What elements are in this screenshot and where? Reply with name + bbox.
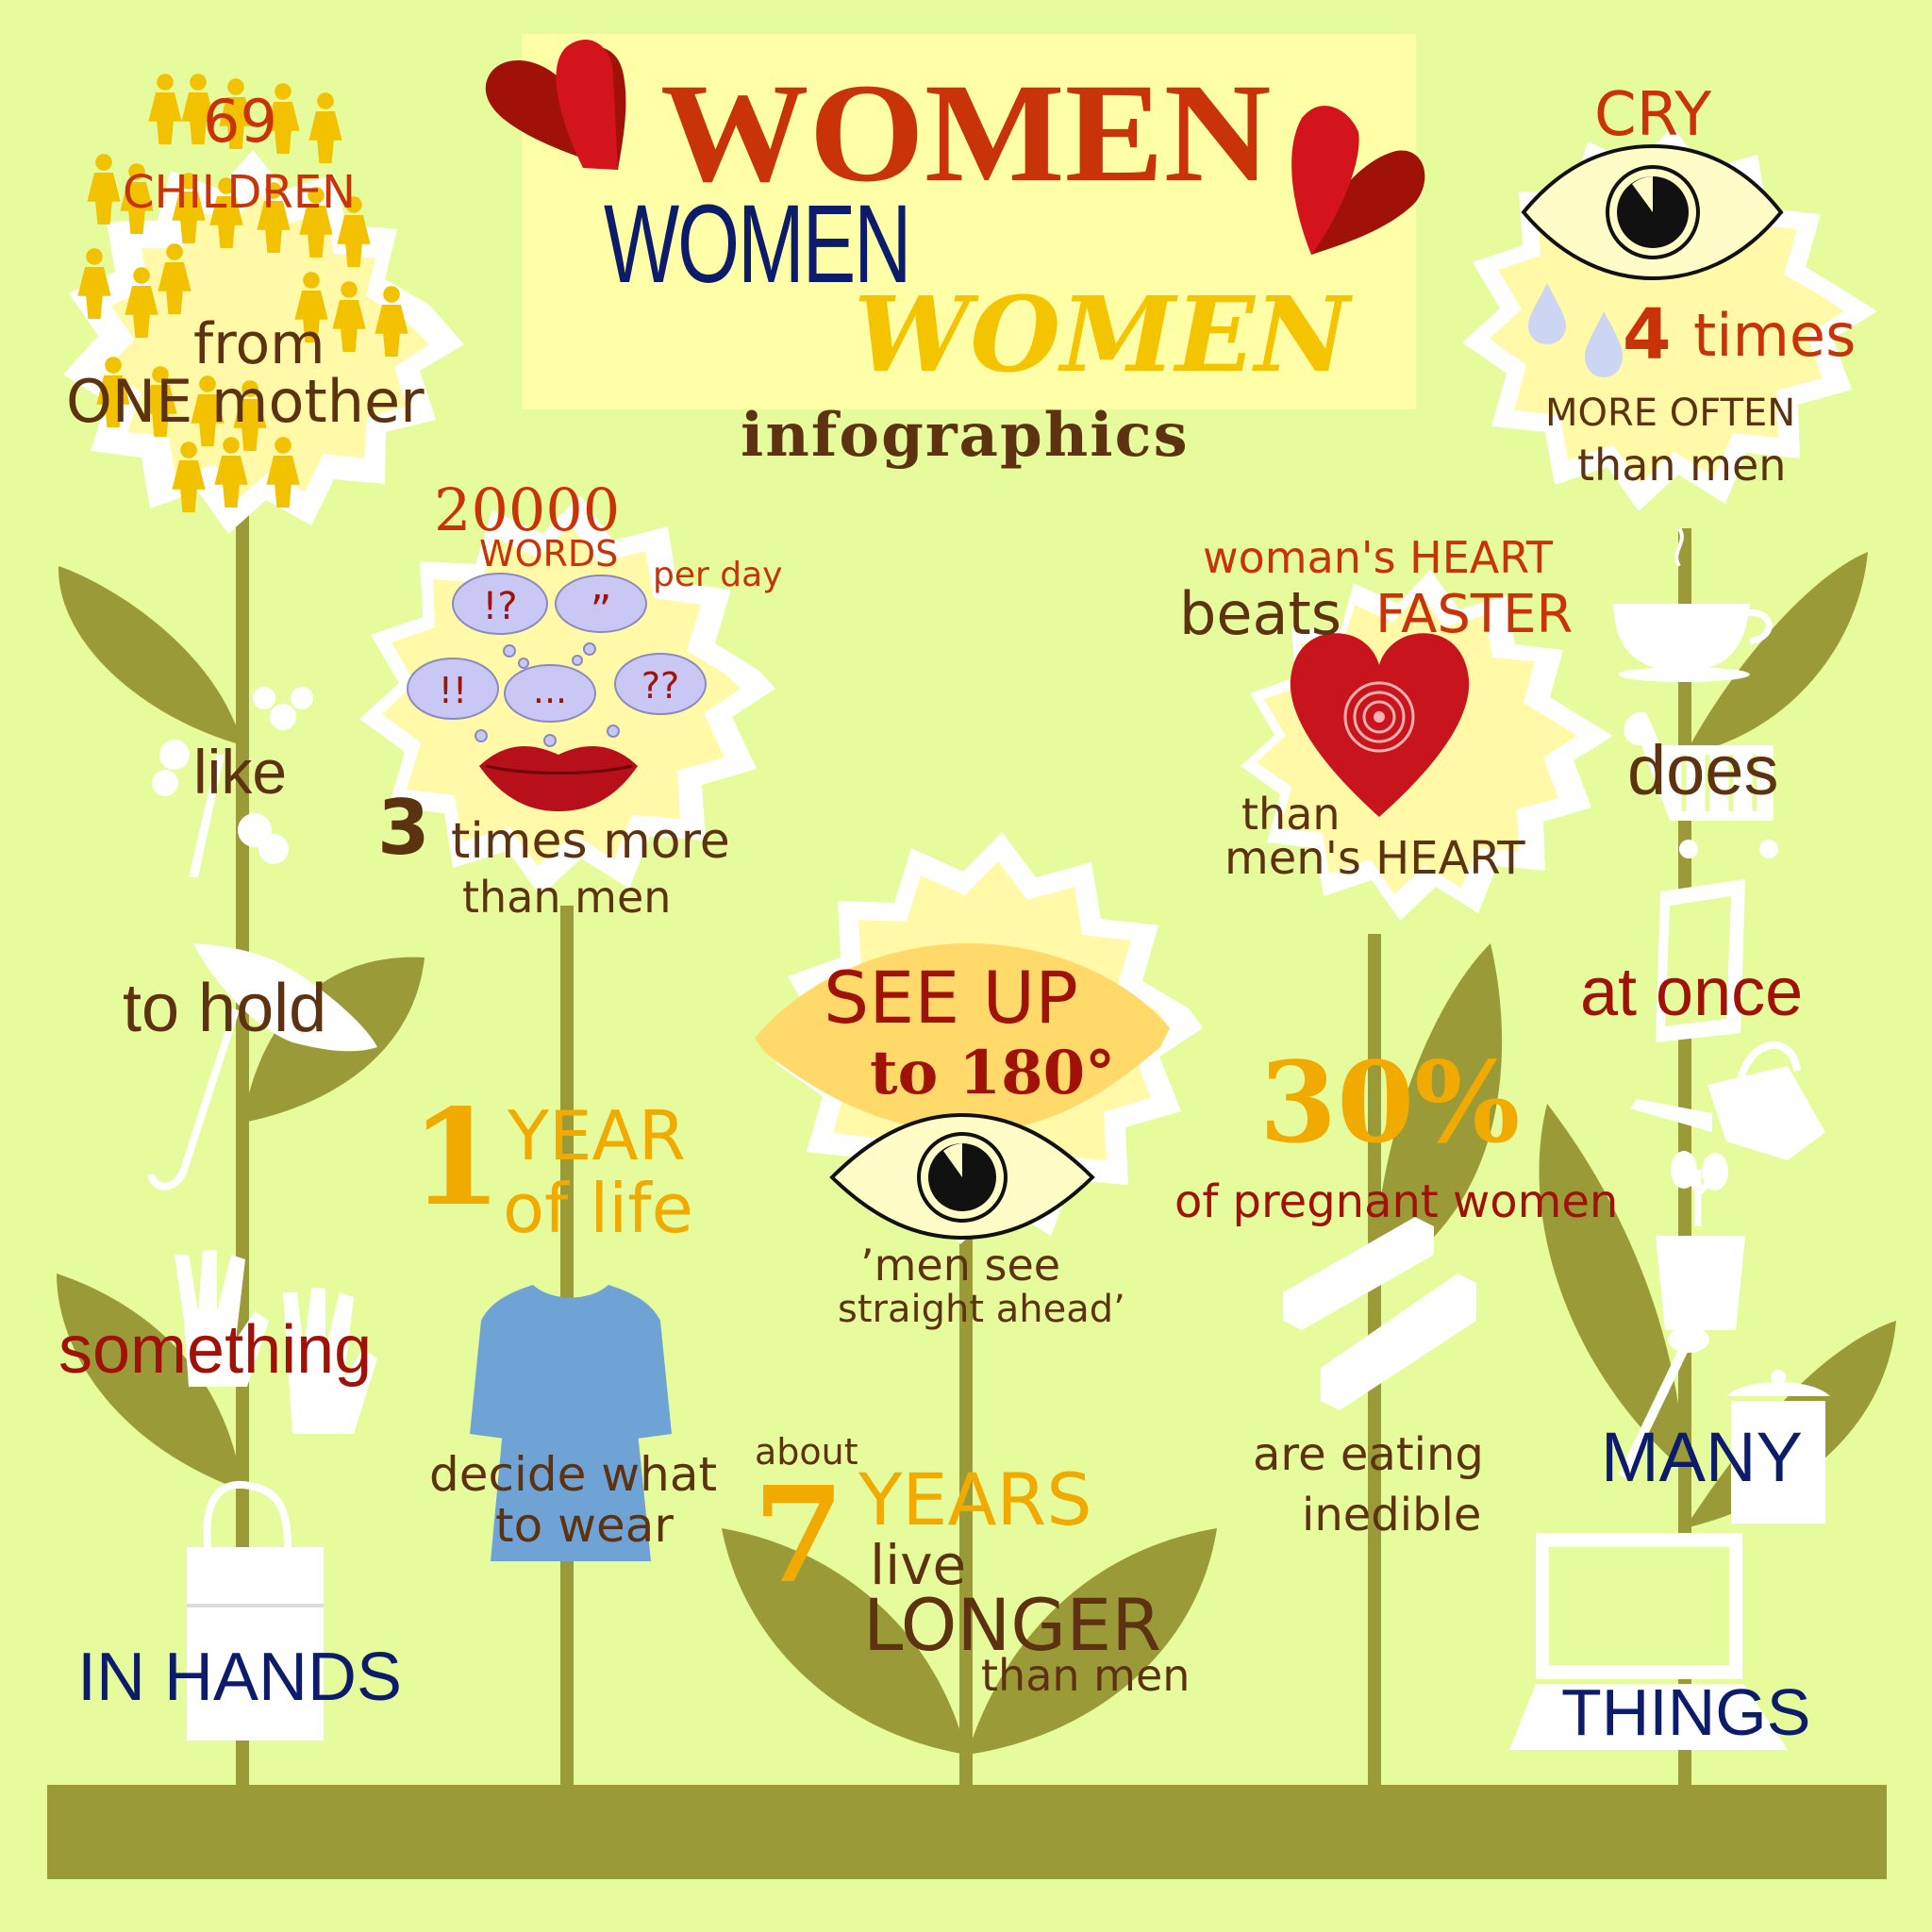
cart-icon xyxy=(1624,711,1778,858)
tablet-icon xyxy=(1656,879,1745,1042)
heart-target-icon xyxy=(1290,633,1470,817)
cup-icon xyxy=(1613,526,1773,682)
flower-children xyxy=(63,150,464,534)
words-count: 20000 xyxy=(434,475,621,544)
heart-line-1: woman's HEART xyxy=(1203,532,1553,583)
lifespan-line-2: LONGER xyxy=(863,1583,1162,1667)
cry-unit: times xyxy=(1693,301,1857,370)
bubble-group xyxy=(407,573,707,747)
pan-icon xyxy=(1618,1326,1830,1524)
lips-icon xyxy=(479,745,638,811)
clothes-number: 1 xyxy=(410,1081,503,1236)
cry-line-2: than men xyxy=(1577,440,1787,491)
tear-icon xyxy=(1528,283,1623,377)
vision-line-1: SEE UP xyxy=(824,956,1078,1040)
clothes-unit-2: of life xyxy=(503,1169,693,1248)
laptop-icon xyxy=(1509,1533,1788,1750)
words-suffix: per day xyxy=(653,556,783,594)
umbrella-icon xyxy=(147,943,377,1191)
hold-word-4: IN HANDS xyxy=(77,1640,403,1715)
watering-can-icon xyxy=(1630,1041,1825,1160)
heart-line-3: than xyxy=(1241,789,1341,840)
title-women-3: WOMEN xyxy=(854,274,1350,395)
hold-word-1: like xyxy=(193,737,288,807)
lifespan-line-1: live xyxy=(870,1533,967,1597)
hold-word-2: to hold xyxy=(123,971,327,1046)
heart-right-icon xyxy=(1291,106,1425,255)
bubble-1: !? xyxy=(482,585,517,628)
ground xyxy=(47,1785,1887,1879)
bubble-3: !! xyxy=(439,670,467,711)
pregnant-line-2: are eating xyxy=(1253,1428,1484,1481)
heart-line-2b: FASTER xyxy=(1375,584,1574,645)
multitask-word-3: MANY xyxy=(1601,1418,1803,1496)
children-count: 69 xyxy=(203,87,277,156)
plant-pot-icon xyxy=(1656,1151,1745,1330)
lifespan-unit: YEARS xyxy=(858,1457,1092,1541)
cry-line-1: MORE OFTEN xyxy=(1545,391,1796,435)
children-line-2: ONE mother xyxy=(66,367,425,436)
eye-icon xyxy=(829,1112,1095,1241)
multitask-word-1: does xyxy=(1627,731,1779,809)
clothes-unit-1: YEAR xyxy=(508,1096,686,1175)
lifespan-prefix: about xyxy=(755,1431,858,1473)
vision-line-2: to 180° xyxy=(870,1038,1116,1108)
words-line-2: than men xyxy=(462,872,672,923)
multitask-word-2: at once xyxy=(1580,955,1804,1030)
pregnant-line-3: inedible xyxy=(1302,1489,1482,1541)
hold-word-3: something xyxy=(58,1312,373,1388)
children-label: CHILDREN xyxy=(123,166,357,219)
words-line-1: times more xyxy=(451,813,730,870)
dress-icon xyxy=(470,1285,672,1561)
cry-label: CRY xyxy=(1594,80,1712,150)
children-line-1: from xyxy=(193,311,325,377)
heart-left-icon xyxy=(485,39,626,170)
pregnant-line-1: of pregnant women xyxy=(1174,1175,1619,1228)
title-women-1: WOMEN xyxy=(660,55,1272,211)
bubble-4: ... xyxy=(533,670,567,711)
title-women-2: WOMEN xyxy=(604,182,911,307)
words-label: WORDS xyxy=(479,533,619,575)
handbag-icon xyxy=(187,1480,324,1740)
multitask-word-4: THINGS xyxy=(1561,1675,1811,1749)
heart-line-4: men's HEART xyxy=(1224,832,1525,885)
gloves-icon xyxy=(175,1250,377,1434)
title-panel xyxy=(522,34,1416,409)
vision-line-3: ’men see xyxy=(860,1240,1061,1291)
lifespan-number: 7 xyxy=(753,1458,845,1613)
bubble-5: ?? xyxy=(641,665,679,707)
pregnant-percent: 30% xyxy=(1259,1037,1521,1168)
eye-icon xyxy=(1521,143,1784,281)
words-multiplier: 3 xyxy=(377,784,430,872)
chalk-icon xyxy=(1283,1217,1476,1410)
lifespan-line-3: than men xyxy=(981,1650,1191,1701)
clothes-line-2: to wear xyxy=(495,1498,674,1553)
heart-line-2a: beats xyxy=(1179,579,1342,648)
flowers-icon xyxy=(152,687,313,877)
cry-count: 4 xyxy=(1623,294,1672,375)
clothes-line-1: decide what xyxy=(429,1447,718,1502)
bubble-2: ” xyxy=(591,587,612,635)
subtitle: infographics xyxy=(741,400,1190,471)
vision-line-4: straight ahead’ xyxy=(838,1288,1125,1331)
